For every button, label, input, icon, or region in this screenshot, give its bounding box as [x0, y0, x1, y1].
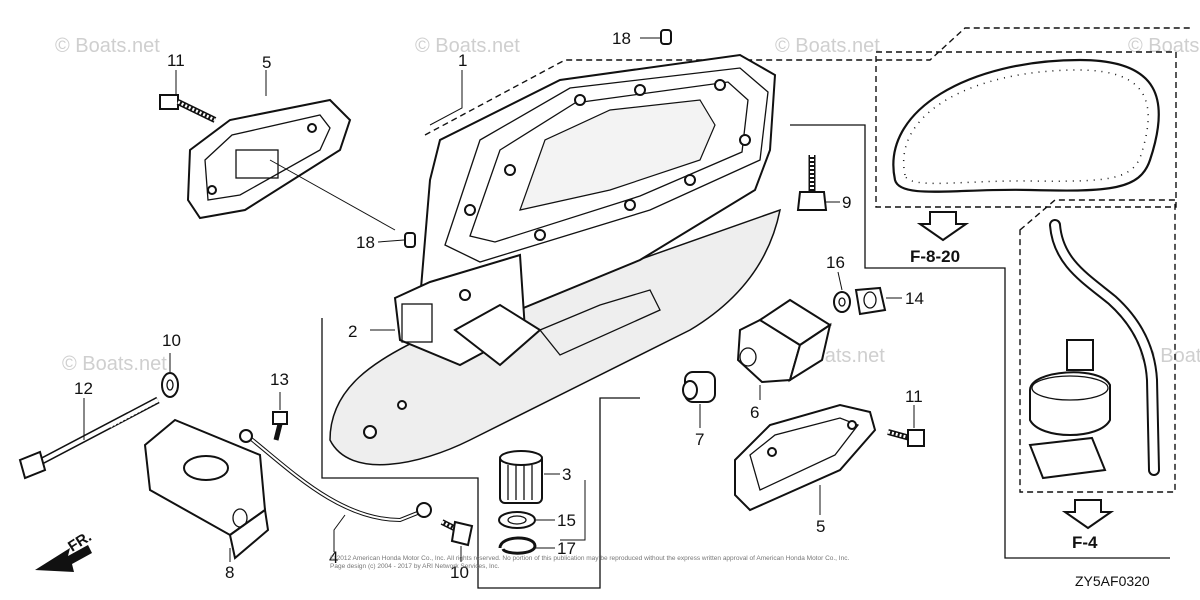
- pump-gasket-plate: [1028, 436, 1107, 480]
- callout-1: 1: [458, 51, 467, 70]
- callout-5-top: 5: [262, 53, 271, 72]
- mount-rubber-6: [736, 298, 832, 384]
- thrust-washer-15: [498, 511, 536, 529]
- dowel-pin-top: [660, 29, 672, 45]
- ref-f-8-20: F-8-20: [910, 247, 960, 266]
- bolt-10-bottom: [440, 519, 474, 547]
- long-bolt-12: [18, 396, 160, 480]
- callout-4: 4: [329, 548, 338, 567]
- callout-3: 3: [562, 465, 571, 484]
- bolt-11-top: [159, 94, 217, 123]
- circlip-17: [498, 536, 537, 555]
- callout-6: 6: [750, 403, 759, 422]
- watermark-mid-left: © Boats.net: [62, 353, 167, 375]
- callout-15: 15: [557, 511, 576, 530]
- rubber-seal-ring-dots: [902, 69, 1149, 185]
- housing-skirt-plate: [329, 208, 781, 466]
- watermark-top-left: © Boats.net: [55, 35, 160, 57]
- callout-11-top: 11: [167, 51, 185, 70]
- watermark-top-far-right: © Boats.net: [1128, 35, 1200, 57]
- callout-13: 13: [270, 370, 289, 389]
- front-direction-marker: FR.: [35, 528, 95, 572]
- callout-10-left: 10: [162, 331, 181, 350]
- washer-16: [833, 291, 851, 313]
- callout-11-bottom: 11: [905, 387, 923, 406]
- watermark-top-center: © Boats.net: [415, 35, 520, 57]
- bolt-11-bottom: [887, 429, 925, 447]
- arrow-down-icon-2: [1061, 499, 1115, 530]
- copyright-notice: © 2012 American Honda Motor Co., Inc. Al…: [330, 555, 850, 570]
- seal-ref-box: [875, 51, 1177, 208]
- clamp-bracket-8: [143, 418, 270, 560]
- collar-7: [682, 371, 716, 403]
- callout-18-top: 18: [612, 29, 631, 48]
- needle-bearing-3: [499, 450, 543, 504]
- nut-14: [854, 286, 887, 316]
- callout-10-bottom: 10: [450, 563, 469, 582]
- water-pump-body: [1029, 371, 1111, 436]
- screw-13: [272, 411, 288, 441]
- assembly-bracket-left: [321, 318, 640, 589]
- washer-10-left: [161, 372, 179, 398]
- callout-14: 14: [905, 289, 924, 308]
- callout-17: 17: [557, 539, 576, 558]
- callout-18-left: 18: [356, 233, 375, 252]
- callout-5-bottom: 5: [816, 517, 825, 536]
- callout-2: 2: [348, 322, 357, 341]
- rubber-seal-ring: [892, 58, 1160, 193]
- dowel-pin-left: [404, 232, 416, 248]
- callout-7: 7: [695, 430, 704, 449]
- pump-ref-box: [1019, 199, 1176, 493]
- ref-f-4: F-4: [1072, 533, 1098, 552]
- cover-plate-bottom: [734, 403, 877, 512]
- group-boundary: [424, 27, 1190, 136]
- assembly-bracket-right: [790, 124, 1170, 559]
- pump-outlet: [1066, 339, 1094, 371]
- diagram-code: ZY5AF0320: [1075, 573, 1150, 589]
- callout-8: 8: [225, 563, 234, 582]
- bolt-9: [796, 155, 828, 211]
- watermark-top-right: © Boats.net: [775, 35, 880, 57]
- callout-12: 12: [74, 379, 93, 398]
- arrow-down-icon: [916, 211, 970, 242]
- callout-9: 9: [842, 193, 851, 212]
- leader-1: [429, 70, 463, 126]
- callout-16: 16: [826, 253, 845, 272]
